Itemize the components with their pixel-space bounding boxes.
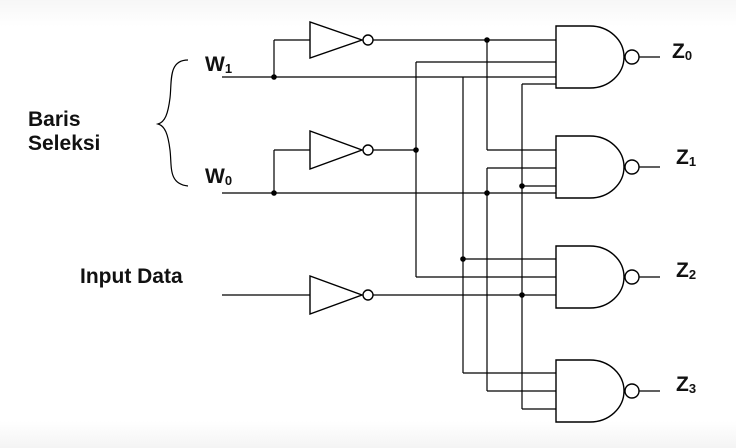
not-gate-input-data (309, 274, 374, 316)
input-w0-wires (222, 149, 556, 196)
and-gate-z1 (555, 135, 660, 199)
not-w1-output-wires (373, 37, 556, 151)
selection-brace (155, 59, 189, 187)
bus-w1-true (460, 77, 556, 374)
bus-w0-true (484, 167, 556, 392)
output-z1-label: Z1 (676, 146, 696, 169)
input-w1-wires (222, 39, 556, 80)
selection-label-line2: Seleksi (28, 132, 100, 155)
input-w0-label: W0 (205, 165, 232, 188)
and-gate-z2 (555, 245, 660, 309)
bus-data (519, 83, 556, 410)
selection-label-line1: Baris (28, 108, 81, 131)
not-w0-output-wires (373, 61, 556, 278)
output-z3-label: Z3 (676, 373, 696, 396)
and-gate-z0 (555, 25, 660, 89)
not-gate-w1 (309, 21, 374, 59)
not-gate-w0 (309, 129, 374, 171)
and-gate-z3 (555, 359, 660, 423)
output-z0-label: Z0 (672, 40, 692, 63)
output-z2-label: Z2 (676, 259, 696, 282)
input-w1-label: W1 (205, 53, 232, 76)
input-data-label: Input Data (80, 265, 183, 288)
